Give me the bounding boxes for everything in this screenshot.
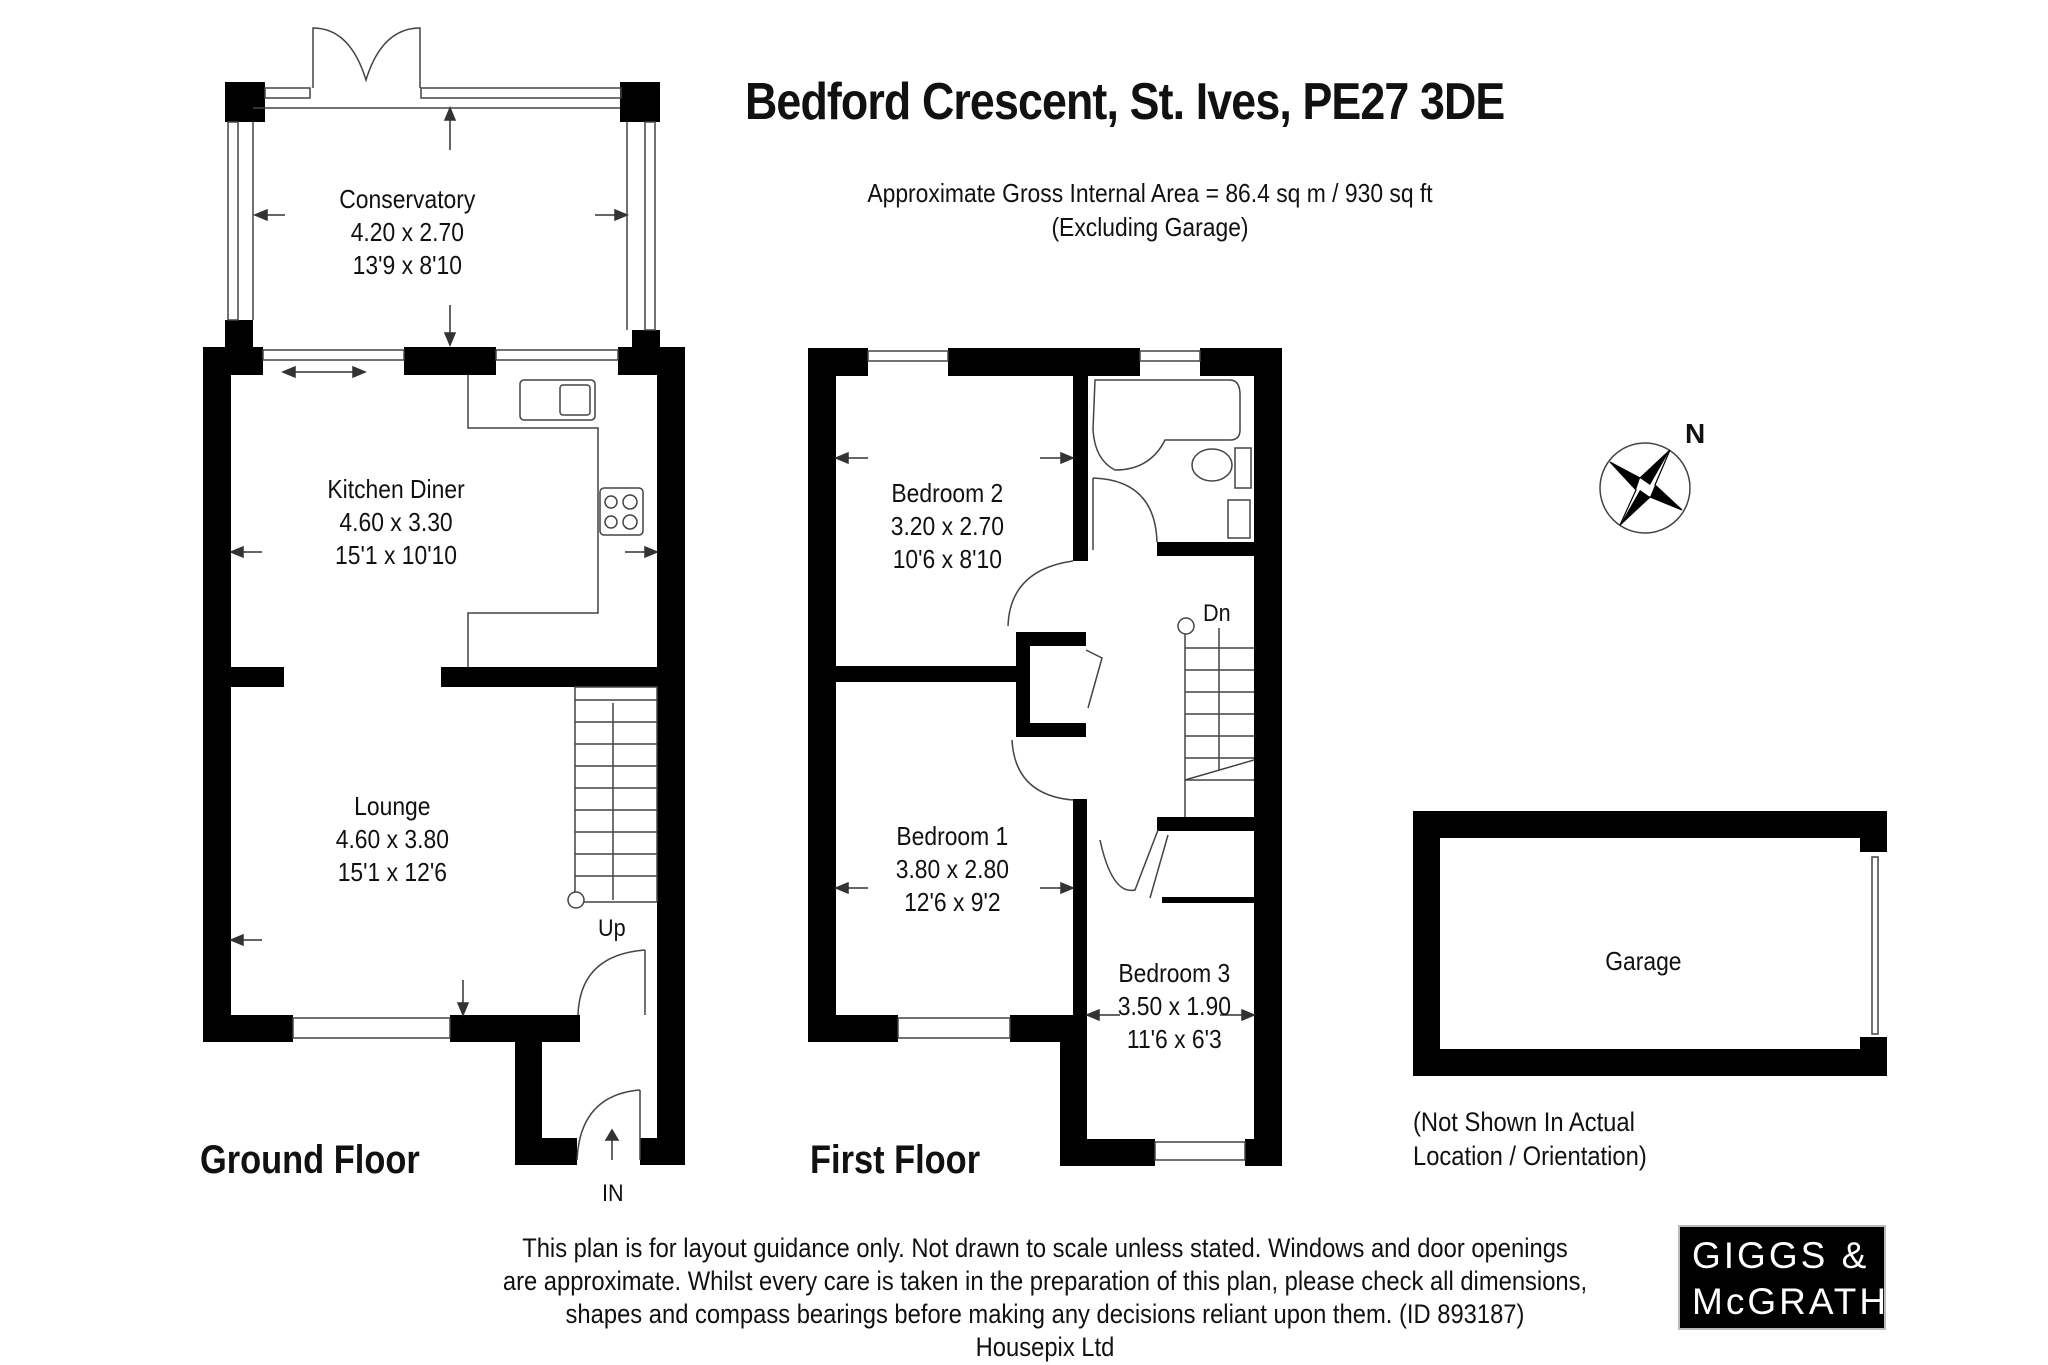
room-name: Kitchen Diner	[327, 474, 465, 504]
room-metric: 3.20 x 2.70	[890, 511, 1004, 541]
disclaimer-line4: Housepix Ltd	[975, 1332, 1115, 1362]
room-metric: 3.80 x 2.80	[895, 854, 1009, 884]
garage-note-line1: (Not Shown In Actual	[1413, 1107, 1635, 1137]
room-bedroom-2: Bedroom 2 3.20 x 2.70 10'6 x 8'10	[891, 477, 1004, 576]
room-imperial: 11'6 x 6'3	[1126, 1024, 1222, 1054]
room-imperial: 15'1 x 12'6	[337, 857, 447, 887]
stairs-down-label: Dn	[1203, 600, 1231, 627]
garage-note-line2: Location / Orientation)	[1413, 1141, 1647, 1171]
room-kitchen-diner: Kitchen Diner 4.60 x 3.30 15'1 x 10'10	[327, 473, 464, 572]
room-name: Lounge	[354, 791, 431, 821]
room-imperial: 15'1 x 10'10	[335, 540, 458, 570]
stairs-up-label: Up	[598, 915, 626, 942]
room-imperial: 10'6 x 8'10	[892, 544, 1002, 574]
room-conservatory: Conservatory 4.20 x 2.70 13'9 x 8'10	[339, 183, 475, 282]
room-name: Bedroom 3	[1118, 958, 1231, 988]
disclaimer: This plan is for layout guidance only. N…	[495, 1232, 1595, 1364]
disclaimer-line2: are approximate. Whilst every care is ta…	[502, 1266, 1588, 1296]
room-metric: 3.50 x 1.90	[1117, 991, 1231, 1021]
property-title: Bedford Crescent, St. Ives, PE27 3DE	[745, 73, 1505, 131]
area-line: Approximate Gross Internal Area = 86.4 s…	[867, 178, 1433, 208]
room-lounge: Lounge 4.60 x 3.80 15'1 x 12'6	[336, 790, 449, 889]
compass-north-label: N	[1685, 418, 1706, 449]
logo-line1: GIGGS &	[1692, 1235, 1870, 1276]
room-bedroom-1: Bedroom 1 3.80 x 2.80 12'6 x 9'2	[896, 820, 1009, 919]
gross-internal-area: Approximate Gross Internal Area = 86.4 s…	[754, 176, 1546, 244]
room-name: Bedroom 2	[891, 478, 1004, 508]
room-metric: 4.60 x 3.80	[335, 824, 449, 854]
garage-note: (Not Shown In Actual Location / Orientat…	[1413, 1105, 1647, 1173]
room-metric: 4.20 x 2.70	[350, 217, 464, 247]
room-name: Bedroom 1	[896, 821, 1009, 851]
logo-line2: McGRATH	[1692, 1281, 1890, 1322]
area-note: (Excluding Garage)	[1051, 212, 1249, 242]
agency-logo: GIGGS & McGRATH	[1678, 1225, 1886, 1330]
first-floor-label: First Floor	[810, 1138, 981, 1182]
disclaimer-line3: shapes and compass bearings before makin…	[565, 1299, 1525, 1329]
room-imperial: 13'9 x 8'10	[352, 250, 462, 280]
room-garage: Garage	[1605, 946, 1682, 976]
ground-floor-label: Ground Floor	[200, 1138, 420, 1182]
compass-rose-icon	[1600, 443, 1690, 533]
room-metric: 4.60 x 3.30	[339, 507, 453, 537]
room-imperial: 12'6 x 9'2	[904, 887, 1001, 917]
disclaimer-line1: This plan is for layout guidance only. N…	[522, 1233, 1568, 1263]
room-name: Conservatory	[339, 184, 476, 214]
entrance-label: IN	[602, 1180, 624, 1207]
room-bedroom-3: Bedroom 3 3.50 x 1.90 11'6 x 6'3	[1118, 957, 1231, 1056]
